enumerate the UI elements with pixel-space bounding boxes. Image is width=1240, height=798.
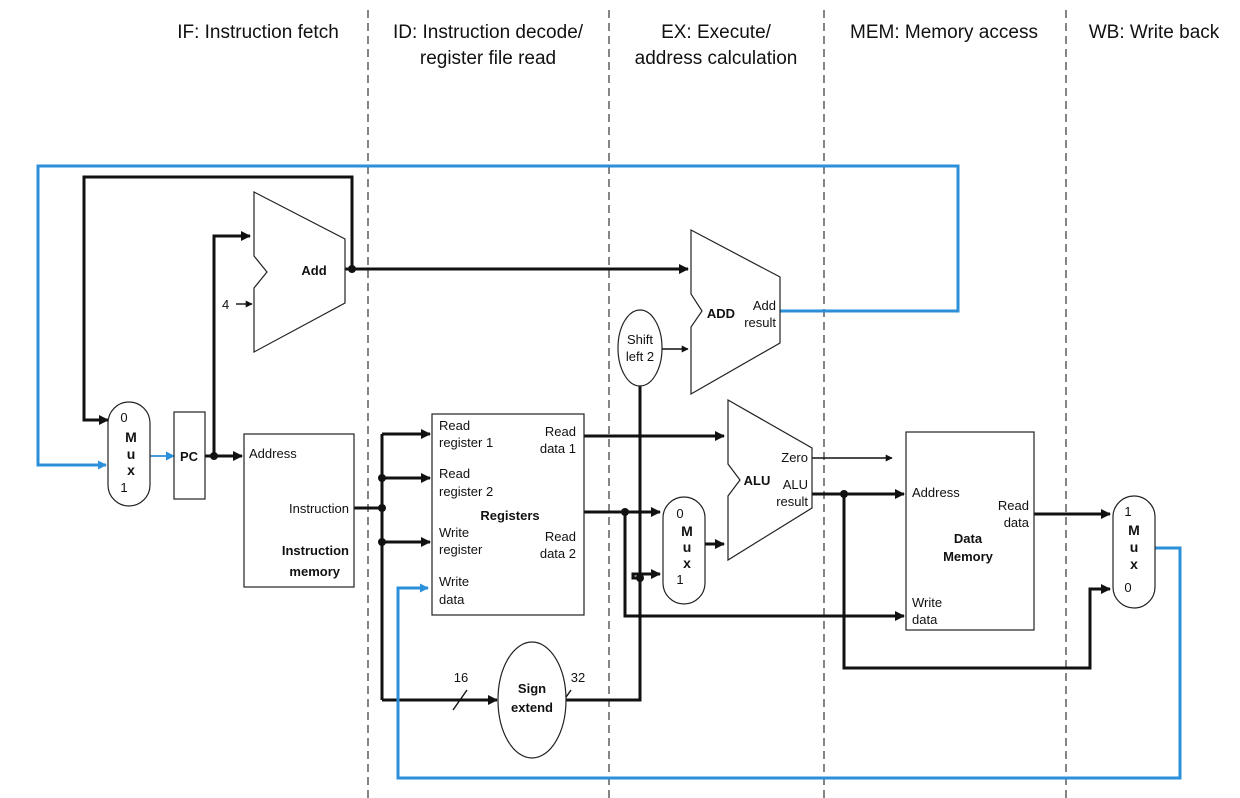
alu-mux-label: M	[681, 523, 693, 539]
instruction-memory: Address Instruction Instruction memory	[243, 433, 355, 588]
write-reg-label: register	[439, 542, 483, 557]
dmem-address-label: Address	[912, 485, 960, 500]
dmem-read-data-label: Read	[998, 498, 1029, 513]
branch-target-wire	[36, 164, 960, 470]
pc-register: PC	[173, 411, 206, 500]
branch-adder: ADD Add result	[690, 229, 781, 396]
pc-adder: Add 4	[222, 191, 346, 354]
read-data2-label: Read	[545, 529, 576, 544]
imem-name-label: Instruction	[282, 543, 349, 558]
alu-src-mux: 0 M u x 1	[662, 496, 706, 605]
imem-address-label: Address	[249, 446, 297, 461]
alu-mux-label: u	[683, 539, 692, 555]
junctions	[210, 265, 848, 582]
dmem-write-data-label: Write	[912, 595, 942, 610]
read-reg2-label: Read	[439, 466, 470, 481]
junction-dot	[636, 574, 644, 582]
pc-to-adder-wire	[212, 231, 251, 456]
bus-slash-16	[452, 689, 468, 711]
pc-plus4-feedback-wire	[82, 175, 354, 425]
sign-extend-unit: Sign extend 16 32	[454, 641, 585, 759]
read-reg1-label: Read	[439, 418, 470, 433]
wb-mux-label: u	[1130, 539, 1139, 555]
read-data1-label: data 1	[540, 441, 576, 456]
pc-label: PC	[180, 449, 199, 464]
pc-mux-label: x	[127, 462, 135, 478]
wb-mux-label: M	[1128, 522, 1140, 538]
registers-name-label: Registers	[480, 508, 539, 523]
pc-adder-label: Add	[301, 263, 326, 278]
dmem-name-label: Data	[954, 531, 983, 546]
pc-mux-input1-label: 1	[120, 480, 127, 495]
stage-if-title: IF: Instruction fetch	[177, 22, 339, 43]
junction-dot	[348, 265, 356, 273]
junction-dot	[378, 504, 386, 512]
write-data-label: Write	[439, 574, 469, 589]
junction-dot	[378, 538, 386, 546]
read-data1-label: Read	[545, 424, 576, 439]
output-bits-label: 32	[571, 670, 585, 685]
zero-label: Zero	[781, 450, 808, 465]
dmem-name-label: Memory	[943, 549, 994, 564]
alu-label: ALU	[744, 473, 771, 488]
add-result-label: result	[744, 315, 776, 330]
stage-id-title: ID: Instruction decode/	[393, 22, 584, 43]
junction-dot	[378, 474, 386, 482]
data-memory: Address Read data Write data Data Memory	[905, 431, 1035, 631]
shift-left-label: Shift	[627, 332, 653, 347]
sign-extend-out-wire	[566, 386, 642, 702]
pc-mux-label: M	[125, 429, 137, 445]
pc-mux: 0 M u x 1	[107, 401, 151, 507]
sign-extend-label: extend	[511, 700, 553, 715]
junction-dot	[840, 490, 848, 498]
alu: ALU Zero ALU result	[727, 398, 813, 562]
shift-left-2-unit: Shift left 2	[617, 309, 663, 387]
sign-extend-label: Sign	[518, 681, 546, 696]
dmem-read-data-label: data	[1004, 515, 1030, 530]
stage-ex-subtitle: address calculation	[635, 48, 798, 69]
stage-id-subtitle: register file read	[420, 48, 556, 69]
dmem-write-data-label: data	[912, 612, 938, 627]
read-reg1-label: register 1	[439, 435, 493, 450]
register-file: Read register 1 Read register 2 Write re…	[431, 413, 585, 616]
branch-adder-label: ADD	[707, 306, 735, 321]
write-back-mux: 1 M u x 0	[1112, 495, 1156, 609]
datapath-wires	[36, 164, 1182, 780]
wb-mux-label: x	[1130, 556, 1138, 572]
junction-dot	[210, 452, 218, 460]
stage-ex-title: EX: Execute/	[661, 22, 772, 43]
read-data2-label: data 2	[540, 546, 576, 561]
junction-dot	[621, 508, 629, 516]
alu-result-bypass-wire	[842, 494, 1111, 670]
alu-mux-input0-label: 0	[676, 506, 683, 521]
stage-separators	[367, 10, 1067, 798]
alu-mux-label: x	[683, 555, 691, 571]
stage-mem-title: MEM: Memory access	[850, 22, 1038, 43]
add-result-label: Add	[753, 298, 776, 313]
wb-mux-input1-label: 1	[1124, 504, 1131, 519]
shift-left-label: left 2	[626, 349, 654, 364]
pc-mux-input0-label: 0	[120, 410, 127, 425]
wb-mux-input0-label: 0	[1124, 580, 1131, 595]
imem-name-label2: memory	[289, 564, 340, 579]
write-back-wire	[396, 546, 1182, 780]
write-data-label: data	[439, 592, 465, 607]
alu-result-label: ALU	[783, 477, 808, 492]
const-4-label: 4	[222, 297, 229, 312]
pc-mux-label: u	[127, 446, 136, 462]
alu-mux-input1-label: 1	[676, 572, 683, 587]
read-reg2-label: register 2	[439, 484, 493, 499]
read-data2-to-dmem-wire	[623, 512, 905, 621]
input-bits-label: 16	[454, 670, 468, 685]
write-reg-label: Write	[439, 525, 469, 540]
stage-wb-title: WB: Write back	[1089, 22, 1220, 43]
imem-instruction-label: Instruction	[289, 501, 349, 516]
alu-result-label: result	[776, 494, 808, 509]
